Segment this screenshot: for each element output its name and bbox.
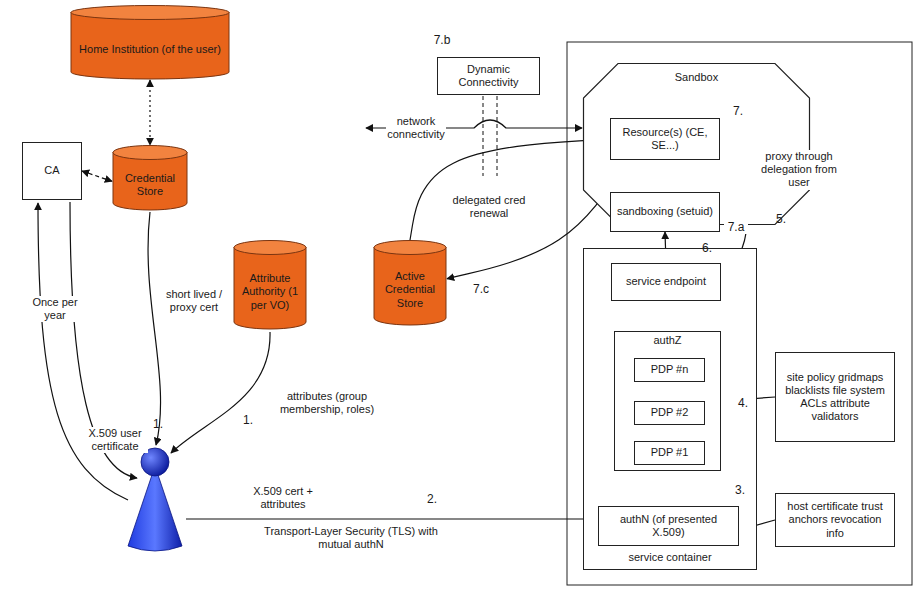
node-text: CA — [40, 162, 63, 179]
component-box: authN (of presented X.509) — [598, 506, 739, 546]
component-box: service container service endpoint authZ PD… — [583, 248, 757, 570]
callout-number: 6. — [698, 241, 716, 255]
node-text: PDP #2 — [647, 404, 693, 421]
node-text: authN (of presented X.509) — [599, 511, 738, 541]
attribute-line — [171, 332, 270, 453]
proxy-line — [148, 212, 161, 445]
node-text: site policy gridmaps blacklists file sys… — [776, 369, 894, 426]
connector — [149, 80, 150, 145]
site-boundary — [567, 42, 912, 585]
component-box: PDP #1 — [634, 441, 705, 464]
edge-label: proxy through delegation from user — [760, 150, 838, 190]
component-box: PDP #n — [634, 358, 705, 381]
annotation-label: Transport-Layer Security (TLS) with mutu… — [262, 525, 440, 551]
annotation-label: attributes (group membership, roles) — [277, 390, 377, 416]
callout-number: 3. — [731, 483, 749, 497]
annotation-label: X.509 cert + attributes — [246, 485, 320, 511]
annotation-label: Once per year — [30, 296, 80, 322]
tls-line — [186, 518, 596, 519]
node-text: Resource(s) (CE, SE...) — [611, 124, 719, 154]
component-box: PDP #2 — [634, 401, 705, 424]
node-text: Attribute Authority (1 per VO) — [233, 270, 307, 314]
component-box: authZ PDP #n PDP #2 PDP #1 — [614, 331, 721, 471]
cylinder-outline — [233, 240, 307, 330]
callout-number: 7.b — [430, 33, 454, 47]
callout-number: 7. — [729, 104, 747, 118]
node-text: authZ — [649, 332, 685, 349]
user-figure — [128, 448, 182, 551]
node-text: host certificate trust anchors revocatio… — [776, 498, 894, 542]
component-box: sandboxing (setuid) — [610, 192, 720, 232]
connector — [82, 171, 112, 181]
store-cylinder: Attribute Authority (1 per VO) — [233, 240, 307, 330]
callout-number: 5. — [772, 212, 790, 226]
component-box: Dynamic Connectivity — [437, 57, 540, 95]
component-box: host certificate trust anchors revocatio… — [775, 493, 895, 547]
node-text: service container — [624, 549, 715, 566]
component-box: service endpoint — [611, 263, 721, 301]
node-text: PDP #1 — [647, 444, 693, 461]
annotation-label: short lived / proxy cert — [158, 288, 230, 314]
connector — [410, 139, 610, 240]
node-text: Home Institution (of the user) — [75, 41, 225, 58]
store-cylinder: Credential Store — [112, 145, 188, 211]
cylinder-outline — [70, 5, 230, 80]
store-cylinder: Home Institution (of the user) — [70, 5, 230, 80]
component-box: site policy gridmaps blacklists file sys… — [775, 352, 895, 442]
node-text: Sandbox — [671, 69, 722, 86]
annotation-label: network connectivity — [386, 115, 446, 141]
node-text: sandboxing (setuid) — [613, 203, 717, 220]
node-text: Active Credential Store — [373, 268, 447, 312]
callout-number: 1. — [240, 413, 256, 427]
annotation-label: X.509 user certificate — [82, 427, 148, 453]
cylinder-outline — [373, 240, 447, 326]
callout-number: 7.a — [724, 220, 748, 234]
connectivity-dashes — [483, 96, 497, 176]
node-text: Credential Store — [112, 170, 188, 200]
edge-label: delegated cred renewal — [452, 194, 526, 220]
component-box: Resource(s) (CE, SE...) — [610, 118, 720, 160]
callout-number: 1. — [150, 417, 166, 431]
component-box: CA — [22, 142, 82, 200]
request-line — [38, 203, 128, 500]
callout-number: 2. — [422, 492, 442, 506]
node-text: PDP #n — [647, 361, 693, 378]
callout-number: 7.c — [468, 282, 494, 296]
callout-number: 4. — [734, 396, 752, 410]
store-cylinder: Active Credential Store — [373, 240, 447, 326]
node-text: service endpoint — [622, 273, 710, 290]
node-text: Dynamic Connectivity — [438, 61, 539, 91]
